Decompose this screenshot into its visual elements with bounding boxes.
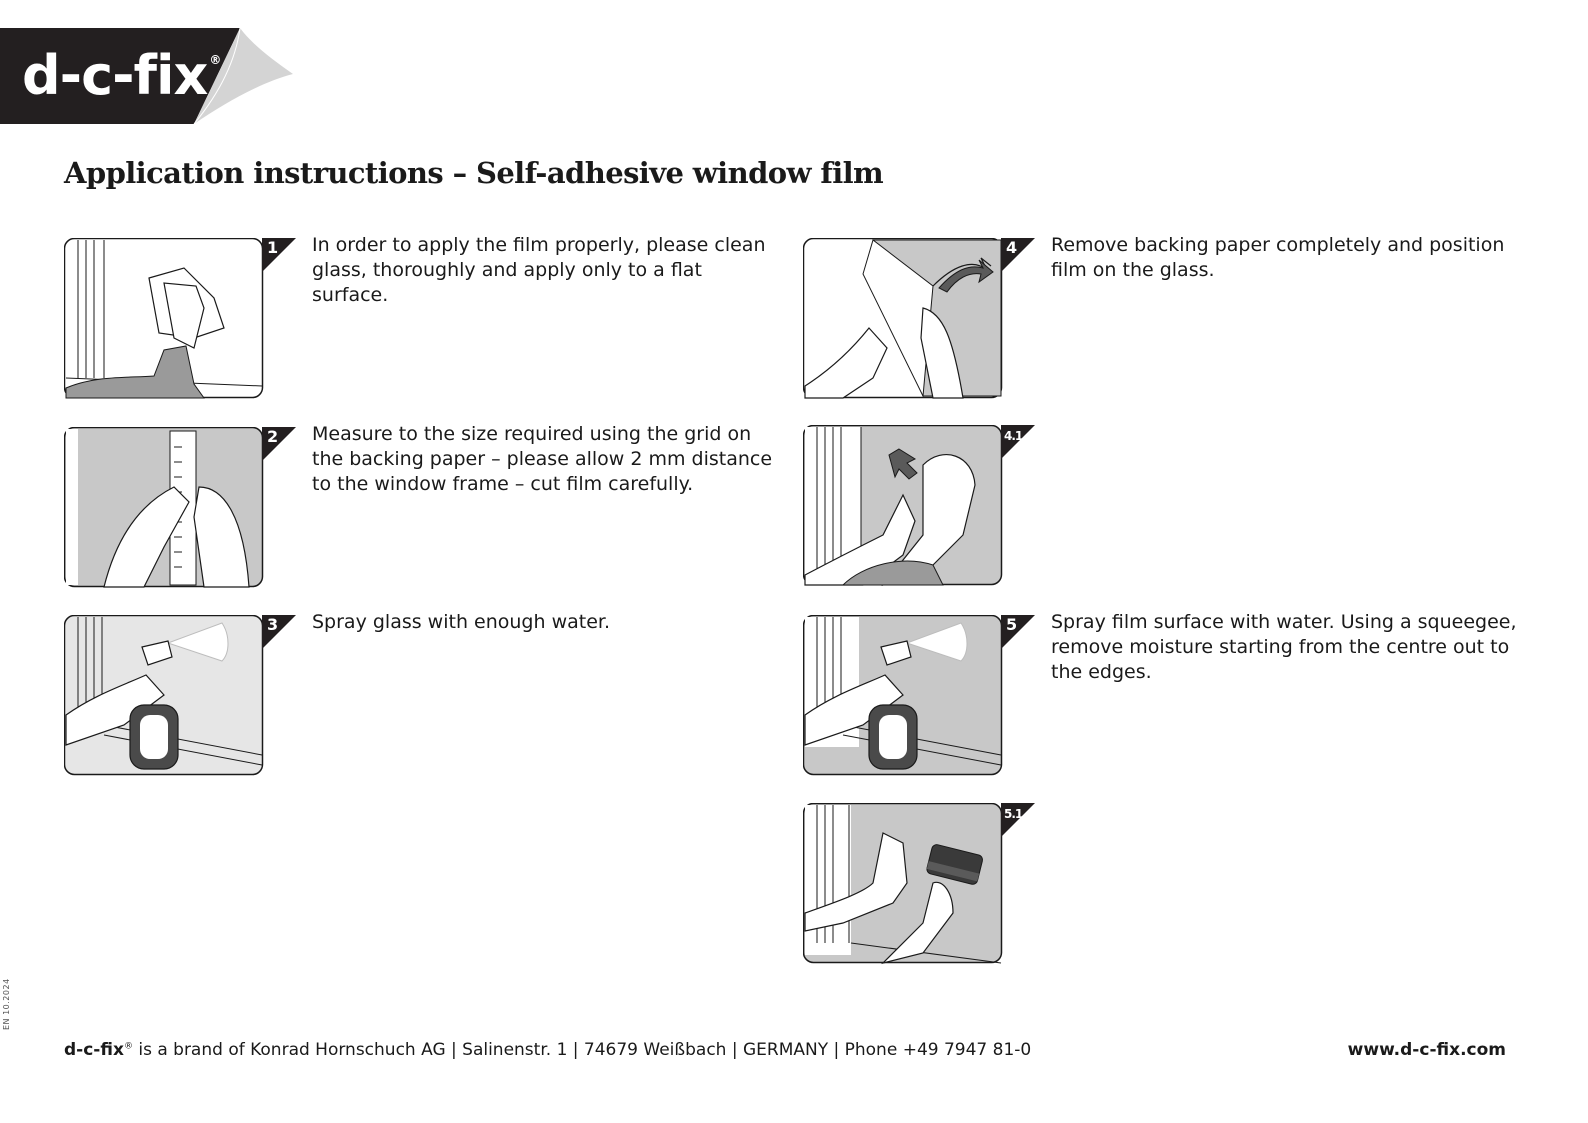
- footer-brand: d-c-fix: [64, 1040, 124, 1060]
- step-1-illustration: [64, 238, 296, 399]
- page-title: Application instructions – Self-adhesive…: [64, 156, 884, 190]
- step-2-text: Measure to the size required using the g…: [312, 423, 773, 495]
- brand-logo: d-c-fix®: [0, 28, 300, 124]
- step-4-illustration: [803, 238, 1035, 399]
- step-5-text: Spray film surface with water. Using a s…: [1051, 611, 1517, 683]
- footer-reg-mark: ®: [123, 1041, 133, 1052]
- step-2-illustration: [64, 427, 296, 588]
- step-3-number: 3: [267, 615, 279, 634]
- logo-wordmark: d-c-fix®: [22, 44, 221, 107]
- step-5-1-number: 5.1: [1004, 807, 1023, 821]
- step-4-text: Remove backing paper completely and posi…: [1051, 234, 1505, 281]
- step-3-text: Spray glass with enough water.: [312, 611, 610, 633]
- step-5-illustration: [803, 615, 1035, 776]
- document-code: EN 10.2024: [2, 978, 11, 1030]
- step-5-1-illustration: [803, 803, 1035, 965]
- step-5-number: 5: [1006, 615, 1018, 634]
- footer-text: is a brand of Konrad Hornschuch AG | Sal…: [132, 1040, 1032, 1060]
- step-1-number: 1: [267, 238, 279, 257]
- step-2-number: 2: [267, 427, 279, 446]
- logo-peel-shape: [0, 28, 293, 124]
- step-4-number: 4: [1006, 238, 1018, 257]
- footer-website-link[interactable]: www.d-c-fix.com: [1347, 1040, 1506, 1060]
- step-4-1-number: 4.1: [1004, 429, 1023, 443]
- step-1-text: In order to apply the film properly, ple…: [312, 234, 766, 306]
- step-4-1-illustration: [803, 425, 1035, 587]
- step-3-illustration: [64, 615, 296, 776]
- footer-address: d-c-fix® is a brand of Konrad Hornschuch…: [64, 1040, 1031, 1060]
